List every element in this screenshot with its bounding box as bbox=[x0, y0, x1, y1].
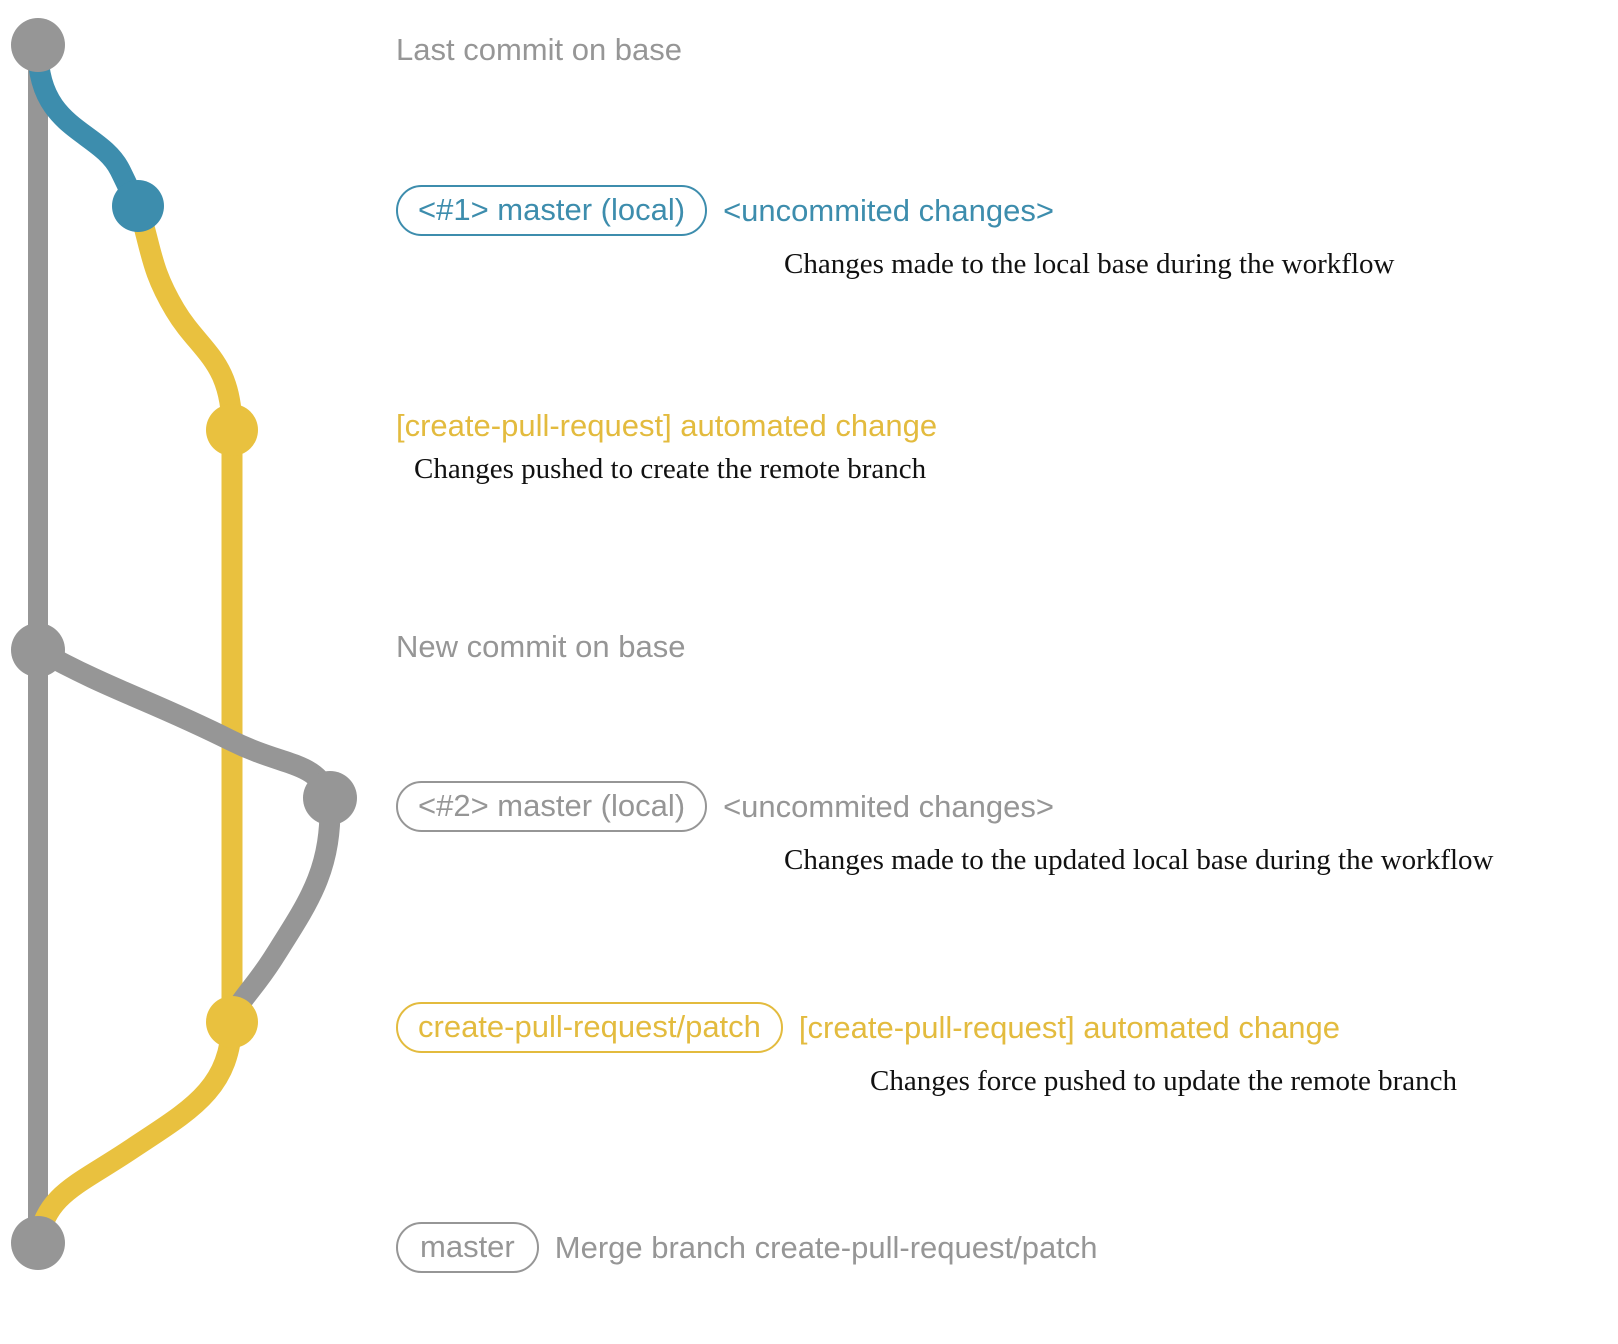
node-local-master-1[interactable] bbox=[112, 180, 164, 232]
description-automated-change-2: Changes force pushed to update the remot… bbox=[870, 1065, 1458, 1097]
branch-badge-master-local-1[interactable]: <#1> master (local) bbox=[396, 185, 708, 236]
entry-automated-change-2: create-pull-request/patch [create-pull-r… bbox=[396, 1002, 1457, 1098]
description-local-master-2: Changes made to the updated local base d… bbox=[784, 844, 1494, 876]
last-commit-headline: Last commit on base bbox=[396, 32, 683, 67]
uncommited-changes-headline-1: <uncommited changes> bbox=[723, 193, 1054, 228]
entry-local-master-1: <#1> master (local) <uncommited changes>… bbox=[396, 185, 1394, 281]
description-automated-change-1: Changes pushed to create the remote bran… bbox=[414, 453, 927, 485]
entry-row: New commit on base bbox=[396, 631, 685, 662]
node-local-master-2[interactable] bbox=[303, 771, 357, 825]
merge-commit-headline: Merge branch create-pull-request/patch bbox=[554, 1230, 1098, 1265]
entry-merge-commit-master: master Merge branch create-pull-request/… bbox=[396, 1222, 1098, 1273]
entry-row: [create-pull-request] automated change bbox=[396, 410, 937, 441]
entry-local-master-2: <#2> master (local) <uncommited changes>… bbox=[396, 781, 1494, 877]
description-local-master-1: Changes made to the local base during th… bbox=[784, 248, 1395, 280]
branch-badge-master[interactable]: master bbox=[396, 1222, 539, 1273]
entry-row: master Merge branch create-pull-request/… bbox=[396, 1222, 1098, 1273]
gold-merge-line bbox=[27, 1011, 243, 1254]
automated-change-headline-1: [create-pull-request] automated change bbox=[396, 408, 938, 443]
uncommited-changes-headline-2: <uncommited changes> bbox=[723, 789, 1054, 824]
entry-row: Last commit on base bbox=[396, 34, 682, 65]
gold-branch-line-upper bbox=[127, 195, 243, 441]
entry-new-commit-on-base: New commit on base bbox=[396, 631, 685, 662]
entry-last-commit-on-base: Last commit on base bbox=[396, 34, 682, 65]
node-automated-change-1[interactable] bbox=[206, 404, 258, 456]
entry-row: <#2> master (local) <uncommited changes> bbox=[396, 781, 1054, 832]
automated-change-headline-2: [create-pull-request] automated change bbox=[798, 1010, 1341, 1045]
entry-row: <#1> master (local) <uncommited changes> bbox=[396, 185, 1054, 236]
branch-badge-create-pull-request-patch[interactable]: create-pull-request/patch bbox=[396, 1002, 783, 1053]
entry-row: create-pull-request/patch [create-pull-r… bbox=[396, 1002, 1340, 1053]
new-commit-headline: New commit on base bbox=[396, 629, 686, 664]
entry-automated-change-1: [create-pull-request] automated change C… bbox=[396, 410, 937, 486]
node-last-commit-on-base[interactable] bbox=[11, 18, 65, 72]
node-automated-change-2[interactable] bbox=[206, 996, 258, 1048]
node-new-commit-on-base[interactable] bbox=[11, 623, 65, 677]
node-merge-commit-master[interactable] bbox=[11, 1216, 65, 1270]
branch-badge-master-local-2[interactable]: <#2> master (local) bbox=[396, 781, 708, 832]
grey-branch-to-local2 bbox=[27, 639, 341, 809]
